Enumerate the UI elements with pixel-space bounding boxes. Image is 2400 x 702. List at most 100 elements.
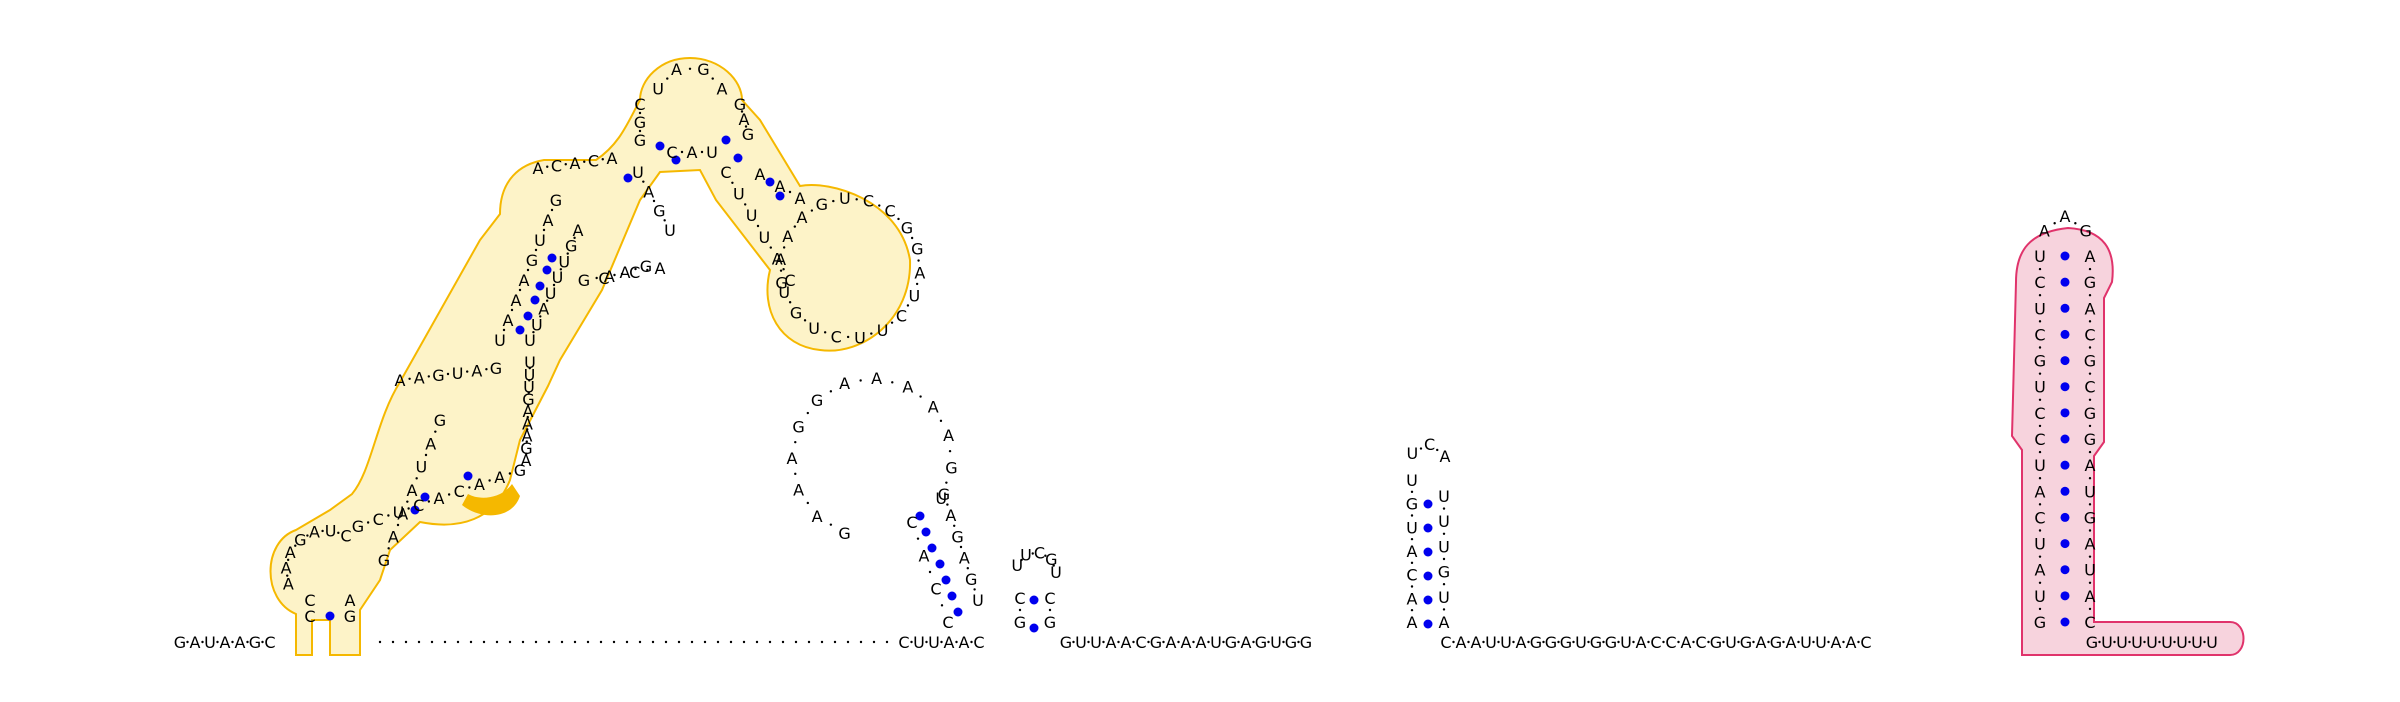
nucleotide: A [494,468,505,487]
backbone-dot [534,640,538,644]
backbone-dot [677,640,681,644]
nucleotide: A [782,227,793,246]
exterior-nucleotide: U [1575,633,1587,652]
backbone-dot [755,640,759,644]
nucleotide: A [570,154,581,173]
highlighted-domain-a [269,56,912,656]
backbone-dot [897,217,900,221]
nucleotide: A [755,165,766,184]
nucleotide: C [413,496,424,515]
backbone-dots [186,67,2206,644]
backbone-dot [945,481,948,484]
nucleotide: A [772,249,783,268]
backbone-dot [1497,640,1500,644]
base-pair-dot [1423,547,1433,557]
nucleotide: G [294,530,306,549]
exterior-nucleotide: U [1620,633,1632,652]
nucleotide: A [959,549,970,568]
nucleotide: A [687,143,698,162]
backbone-dot [910,640,913,644]
nucleotide: A [620,263,631,282]
backbone-dot [2088,372,2092,375]
backbone-dot [638,129,642,133]
nucleotide: U [759,228,771,247]
backbone-dot [528,366,531,370]
backbone-dot [779,269,783,272]
exterior-nucleotide: C [264,633,275,652]
backbone-dot [2088,529,2092,532]
nucleotide: U [1438,537,1450,556]
backbone-dot [488,479,491,482]
backbone-dot [387,514,390,517]
nucleotide: G [1014,613,1026,632]
backbone-dot [1410,514,1414,517]
backbone-dot [518,288,522,292]
backbone-dot [2038,477,2042,480]
backbone-dot [1419,447,1423,450]
exterior-nucleotide: A [190,633,201,652]
exterior-nucleotide: A [959,633,970,652]
backbone-dot [688,67,692,70]
base-pair-dot [721,135,731,145]
domain-a-highlight [462,484,520,516]
base-pair-dot [2060,251,2070,261]
backbone-dot [2038,503,2042,506]
backbone-dot [1442,608,1446,611]
nucleotide: U [778,283,790,302]
backbone-dot [246,640,249,644]
backbone-dot [468,486,471,489]
backbone-dot [434,430,437,433]
exterior-nucleotide: C [1665,633,1676,652]
exterior-nucleotide: A [220,633,231,652]
backbone-dot [526,415,529,419]
nucleotide: A [521,451,532,470]
backbone-dot [1117,640,1120,644]
backbone-dot [547,640,551,644]
backbone-dot [1087,640,1090,644]
exterior-nucleotide: G [1605,633,1617,652]
backbone-dot [829,523,833,526]
backbone-dot [595,276,598,280]
backbone-dot [1527,640,1530,644]
base-pair-dot [2060,539,2070,549]
nucleotide: A [793,481,804,500]
backbone-dot [959,545,963,549]
exterior-nucleotide: A [1456,633,1467,652]
nucleotide: C [1044,589,1055,608]
base-pair-dot [1423,499,1433,509]
exterior-nucleotide: U [1800,633,1812,652]
backbone-dot [1442,583,1446,586]
nucleotide: A [643,182,654,201]
nucleotide: C [1424,435,1435,454]
nucleotide: A [839,374,850,393]
nucleotide: U [531,315,543,334]
nucleotide: A [1407,589,1418,608]
backbone-dot [646,268,649,272]
nucleotide: A [345,591,356,610]
backbone-dot [2203,640,2206,644]
nucleotide: A [503,311,514,330]
exterior-nucleotide: G [1560,633,1572,652]
backbone-dot [527,403,530,407]
backbone-dot [231,640,234,644]
exterior-nucleotide: C [1650,633,1661,652]
nucleotide: A [407,481,418,500]
nucleotide: C [720,163,731,182]
backbone-dot [521,640,525,644]
nucleotide: G [816,195,828,214]
nucleotide: A [425,434,436,453]
backbone-dot [396,523,400,527]
nucleotide: U [534,231,546,250]
helix-b-right-nucleotide: A [2085,587,2096,606]
backbone-dot [443,640,447,644]
nucleotide: G [565,237,577,256]
nucleotide: A [787,449,798,468]
base-pair-dots [325,135,2070,633]
base-pair-dot [2060,460,2070,470]
nucleotide: A [604,267,615,286]
backbone-dot [1222,640,1225,644]
backbone-dot [1482,640,1485,644]
backbone-dot [2038,529,2042,532]
backbone-dot [2038,346,2042,349]
